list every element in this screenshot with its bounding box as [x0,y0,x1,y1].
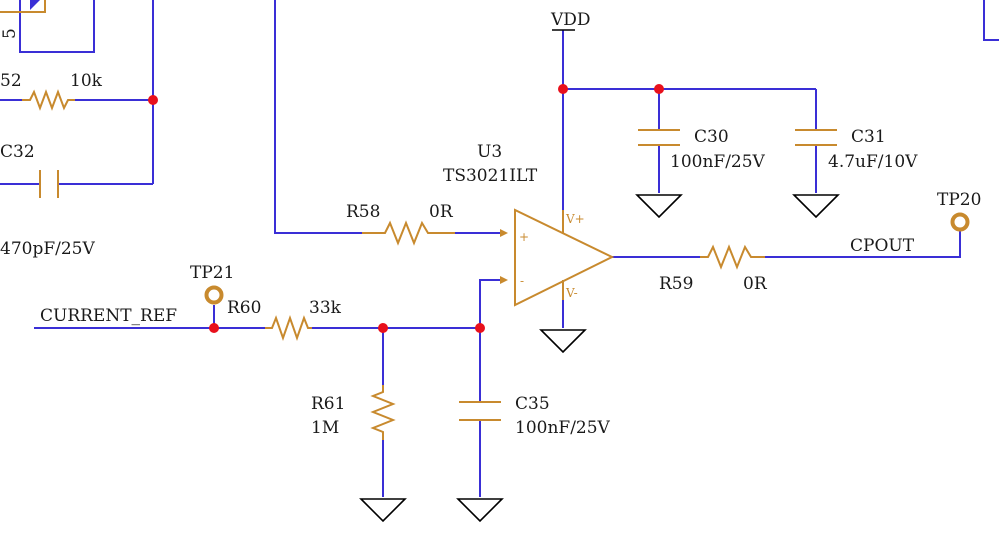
c35-ref-label: C35 [515,394,550,414]
c35-value-label: 100nF/25V [515,418,611,438]
wire-left-box [19,0,95,53]
ground-c35-icon [456,498,504,523]
r59-value-label: 0R [743,274,768,294]
junction-dot [558,84,568,94]
ground-opamp-icon [539,329,587,354]
resistor-r58 [362,220,455,246]
testpoint-tp20 [950,212,970,232]
wire-inv-input [479,279,500,328]
r52-ref-label: 52 [0,71,22,91]
wire-cpout [765,228,961,258]
junction-dot [209,323,219,333]
u3-value-label: TS3021ILT [443,166,538,186]
c31-value-label: 4.7uF/10V [828,152,918,172]
pin-vplus-label: V+ [565,212,585,226]
grounds [359,194,840,523]
r58-ref-label: R58 [346,202,380,222]
tp21-label: TP21 [190,263,234,283]
ground-r61-icon [359,498,407,523]
wire-to-r58 [274,0,362,234]
junction-dot [654,84,664,94]
r58-value-label: 0R [429,202,454,222]
pin-plus-label: + [519,230,529,244]
r60-ref-label: R60 [227,298,261,318]
wire-right-box [983,0,999,41]
components [0,0,970,440]
wires [0,0,999,497]
net-current-ref-label: CURRENT_REF [40,306,177,326]
vdd-label: VDD [550,10,591,30]
c30-value-label: 100nF/25V [670,152,766,172]
arrow-icon [30,0,40,10]
tp20-label: TP20 [937,190,981,210]
resistor-r60 [265,314,312,342]
r61-ref-label: R61 [311,394,345,414]
r52-value-label: 10k [70,71,103,91]
ground-c31-icon [792,194,840,219]
junction-dot [475,323,485,333]
pin-minus-label: - [520,274,524,288]
junction-dot [148,95,158,105]
net-cpout-label: CPOUT [850,236,915,256]
junctions [148,84,664,333]
c32-value-label: 470pF/25V [0,239,95,259]
r61-value-label: 1M [311,418,339,438]
testpoint-tp21 [204,285,224,305]
resistor-r61 [370,385,396,440]
pin-vminus-label: V- [565,286,578,300]
component-left-top-box [0,0,46,13]
pin-5-label: 5 [0,28,20,39]
resistor-r52 [22,89,75,111]
u3-ref-label: U3 [477,142,502,162]
labels: 5 52 10k C32 470pF/25V VDD U3 TS3021ILT … [0,10,981,438]
c30-ref-label: C30 [694,127,729,147]
resistor-r59 [700,244,765,270]
junction-dot [378,323,388,333]
input-plus-arrow-icon [500,229,508,237]
r60-value-label: 33k [309,298,342,318]
input-minus-arrow-icon [500,276,508,284]
ground-c30-icon [635,194,683,219]
c32-ref-label: C32 [0,142,35,162]
c31-ref-label: C31 [851,127,886,147]
r59-ref-label: R59 [659,274,693,294]
